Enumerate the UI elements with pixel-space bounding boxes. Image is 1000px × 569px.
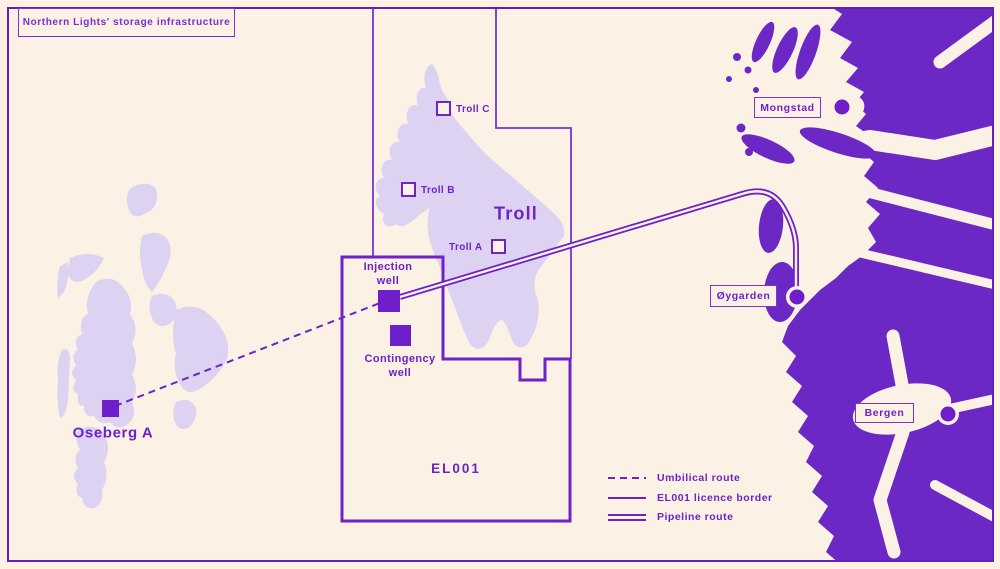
troll-c-platform-marker <box>436 101 451 116</box>
legend-item-pipeline: Pipeline route <box>608 511 733 523</box>
legend-item-umbilical: Umbilical route <box>608 472 740 484</box>
mongstad-dot <box>834 99 850 115</box>
mongstad-place-box: Mongstad <box>754 97 821 118</box>
bergen-dot <box>940 406 956 422</box>
contingency-well-label: Contingency well <box>364 353 436 379</box>
pipeline-route-line <box>399 188 799 300</box>
troll-c-label: Troll C <box>456 104 490 115</box>
pipeline-route-swatch <box>608 513 646 521</box>
map-title: Northern Lights' storage infrastructure <box>22 17 231 28</box>
gas-fields <box>57 64 565 509</box>
oygarden-dot <box>789 289 805 305</box>
oseberg-a-marker <box>102 400 119 417</box>
troll-b-platform-marker <box>401 182 416 197</box>
injection-well-marker <box>378 290 400 312</box>
troll-field-east <box>427 96 565 349</box>
injection-well-label: Injection well <box>363 261 413 287</box>
contingency-well-marker <box>390 325 411 346</box>
umbilical-route-legend-label: Umbilical route <box>657 472 741 484</box>
pipeline-route-legend-label: Pipeline route <box>657 511 734 523</box>
legend-item-licence-border: EL001 licence border <box>608 492 773 504</box>
troll-b-label: Troll B <box>421 185 455 196</box>
licence-border-legend-label: EL001 licence border <box>657 492 773 504</box>
oseberg-field-main <box>72 278 136 428</box>
oseberg-a-label: Oseberg A <box>72 424 154 442</box>
troll-a-label: Troll A <box>449 242 483 253</box>
el001-licence-border <box>340 255 572 523</box>
map-title-box: Northern Lights' storage infrastructure <box>18 8 235 37</box>
el001-licence-label: EL001 <box>431 461 481 477</box>
troll-a-platform-marker <box>491 239 506 254</box>
licence-border-swatch <box>608 496 646 500</box>
oygarden-place-box: Øygarden <box>710 285 777 307</box>
place-markers <box>786 96 959 425</box>
bergen-place-box: Bergen <box>855 403 914 423</box>
map-frame-border <box>7 7 994 562</box>
troll-field-label: Troll <box>493 203 539 224</box>
umbilical-route-swatch <box>608 476 646 480</box>
